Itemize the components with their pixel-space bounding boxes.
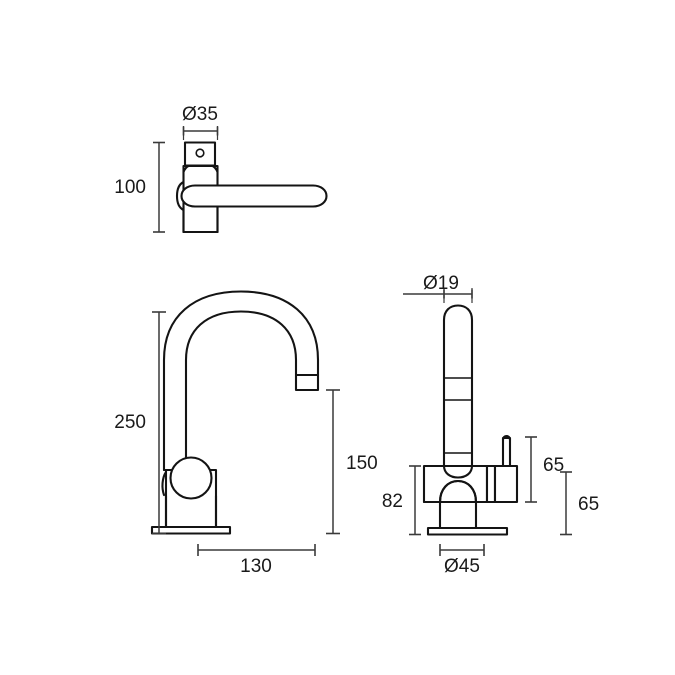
side-view-base-flange (426, 526, 509, 536)
side-view-spout-tube (442, 304, 474, 468)
top-view-cap (183, 141, 217, 167)
dia19-label: Ø19 (423, 273, 459, 294)
height250-label: 250 (114, 412, 146, 433)
height82-label: 82 (382, 491, 403, 512)
height65b-label: 65 (578, 494, 599, 515)
dia35-label: Ø35 (182, 104, 218, 125)
front-view-left-boss (161, 470, 168, 497)
top-view-group: Ø35 100 (114, 104, 328, 234)
side-view-shank-column (438, 500, 478, 530)
top-view-left-boss (175, 180, 185, 212)
side-view-lever-stem-cap (501, 434, 512, 442)
dia45-label: Ø45 (444, 556, 480, 577)
front-view-pivot-ball (169, 456, 213, 500)
len100-label: 100 (114, 177, 146, 198)
side-view-tube-base-cap (442, 464, 474, 479)
side-view-shank-arch (438, 479, 478, 504)
top-view-screw-hole (195, 148, 205, 158)
height65a-label: 65 (543, 455, 564, 476)
front-view-base-flange (150, 525, 232, 535)
top-view-lever-handle (180, 184, 328, 208)
side-view-handle-cartridge (493, 464, 519, 504)
height150-label: 150 (346, 453, 378, 474)
reach130-label: 130 (240, 556, 272, 577)
side-view-right-collar (485, 464, 497, 504)
front-view-spout-outlet (294, 373, 320, 392)
side-view-group: Ø19 82 65 65 Ø45 (382, 273, 599, 577)
front-view-group: 250 150 130 (114, 290, 378, 577)
side-view-lever-stem (501, 436, 512, 468)
front-view-spout-tube (162, 290, 320, 472)
